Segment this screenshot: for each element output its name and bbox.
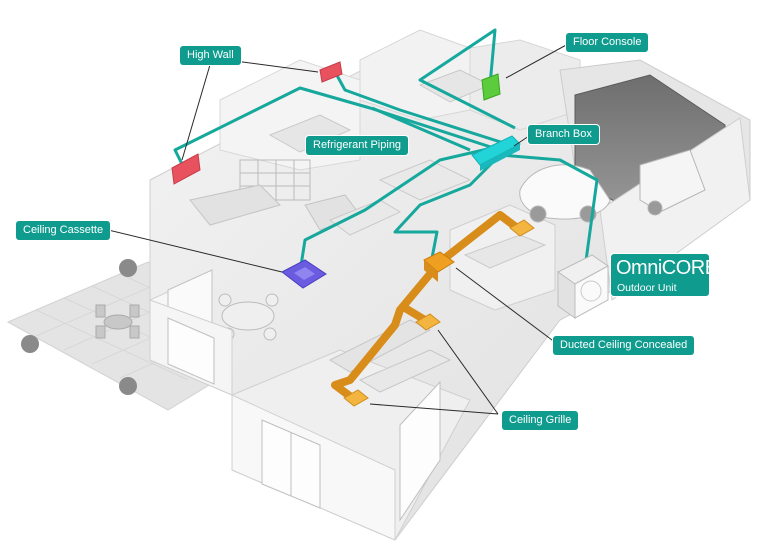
kitchen bbox=[328, 159, 472, 236]
brand-name-part2: CORE bbox=[661, 257, 718, 279]
sofa bbox=[189, 184, 361, 231]
patio-table-set bbox=[95, 304, 140, 339]
ceiling-grilles bbox=[343, 219, 535, 407]
closet bbox=[463, 234, 547, 269]
car-white bbox=[519, 164, 611, 223]
potted-plants bbox=[21, 259, 137, 395]
brand-subtitle: Outdoor Unit bbox=[617, 282, 677, 294]
high-wall-unit-top bbox=[319, 61, 343, 83]
outdoor-unit bbox=[557, 254, 609, 319]
ceiling-cassette-unit bbox=[281, 259, 327, 289]
branch-box-side bbox=[480, 144, 520, 171]
callout-ceiling-grille: Ceiling Grille bbox=[502, 411, 579, 430]
callout-refrigerant-piping: Refrigerant Piping bbox=[306, 136, 409, 155]
floor-console-unit bbox=[481, 73, 501, 101]
windows-front bbox=[261, 380, 441, 522]
car-van bbox=[639, 149, 706, 216]
brand-badge: OmniCORE Outdoor Unit bbox=[611, 254, 718, 296]
callout-ceiling-cassette: Ceiling Cassette bbox=[16, 221, 111, 240]
high-wall-unit-left bbox=[171, 153, 201, 185]
dining-window bbox=[167, 317, 215, 385]
wardrobe bbox=[358, 349, 452, 393]
callout-ducted-ceiling-concealed: Ducted Ceiling Concealed bbox=[553, 336, 695, 355]
duct-line bbox=[331, 211, 523, 404]
callout-branch-box: Branch Box bbox=[528, 125, 599, 144]
callout-high-wall: High Wall bbox=[180, 46, 241, 65]
ducted-ceiling-unit bbox=[423, 251, 455, 282]
callout-floor-console: Floor Console bbox=[566, 33, 649, 52]
leader-lines bbox=[99, 43, 569, 415]
refrigerant-piping bbox=[173, 28, 599, 273]
brand-name: OmniCORE bbox=[616, 257, 718, 280]
brand-name-part1: Omni bbox=[616, 257, 662, 279]
